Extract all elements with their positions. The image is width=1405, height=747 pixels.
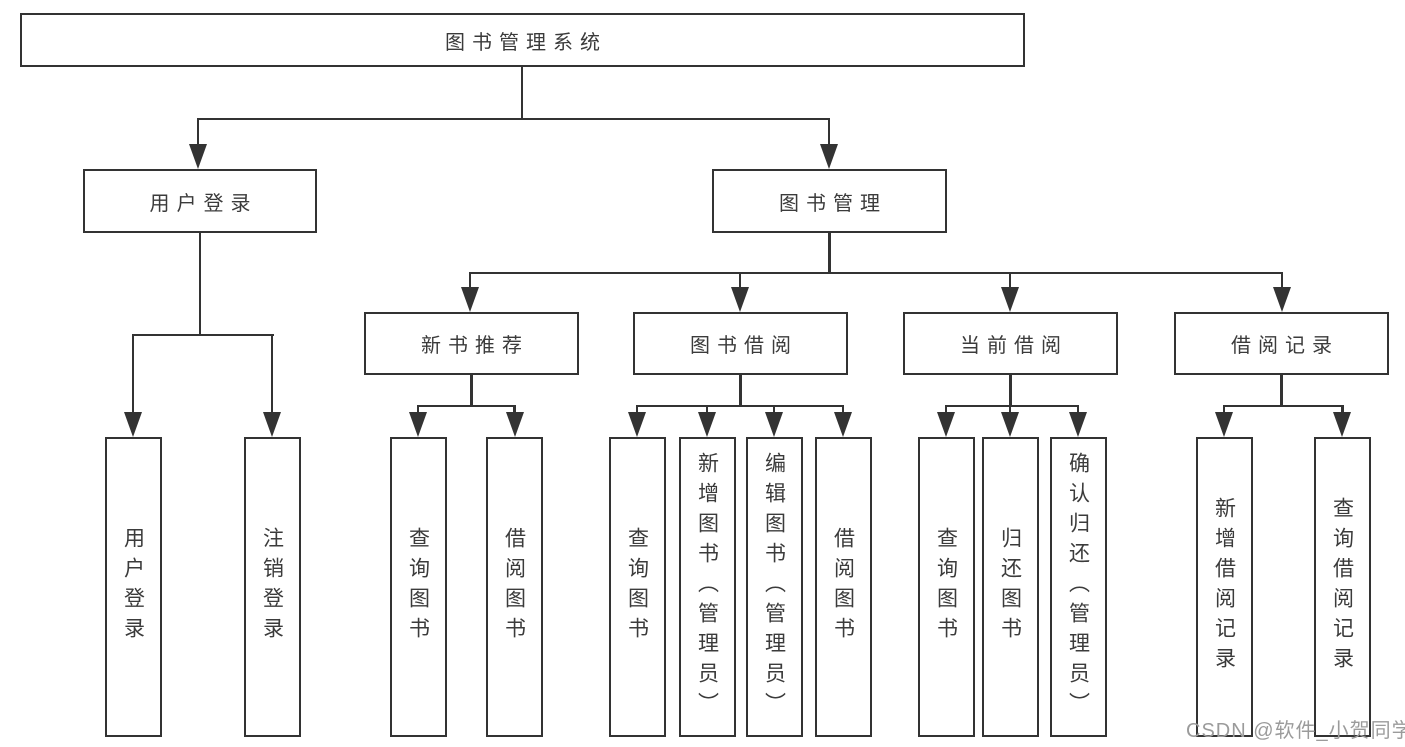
leaf-query-books-borrowing: 查询图书	[608, 437, 666, 737]
connector-current-borrow-stem	[1009, 375, 1012, 406]
leaf-return-books: 归还图书	[981, 437, 1039, 737]
connector-stem-book-management	[827, 117, 831, 146]
arrowhead-new-book	[461, 287, 479, 312]
connector-new-book-stem	[470, 375, 473, 406]
arrowhead-book-management	[820, 144, 838, 169]
leaf-borrow-books-borrowing-label: 借阅图书	[831, 527, 855, 647]
leaf-confirm-return-admin-label: 确认归还（管理员）	[1066, 452, 1090, 722]
connector-stem-leaf-borrow2	[841, 404, 845, 416]
leaf-logout: 注销登录	[243, 437, 301, 737]
node-book-borrowing: 图书借阅	[633, 312, 848, 375]
connector-stem-new-book	[468, 271, 472, 291]
arrowhead-login-leaf	[124, 412, 142, 437]
connector-user-login-stem	[198, 233, 202, 335]
connector-book-borrow-bar	[635, 404, 845, 408]
connector-stem-logout-leaf	[270, 333, 274, 415]
node-new-book-recommend-label: 新书推荐	[421, 335, 529, 357]
node-user-login-label: 用户登录	[149, 192, 258, 215]
arrowhead-logout-leaf	[263, 412, 281, 437]
arrowhead-borrow-record	[1273, 287, 1291, 312]
leaf-add-books-admin: 新增图书（管理员）	[678, 437, 736, 737]
connector-stem-borrow-record	[1280, 271, 1284, 291]
connector-stem-leaf-query2	[635, 404, 639, 416]
connector-user-login-bar	[131, 333, 275, 337]
leaf-user-login: 用户登录	[104, 437, 162, 737]
arrowhead-user-login	[189, 144, 207, 169]
connector-root-stem	[520, 67, 524, 119]
connector-stem-book-borrow	[738, 271, 742, 291]
leaf-edit-books-admin-label: 编辑图书（管理员）	[762, 452, 786, 722]
leaf-query-books-recommend: 查询图书	[389, 437, 447, 737]
connector-stem-leaf-query1	[416, 404, 420, 416]
leaf-query-books-recommend-label: 查询图书	[406, 527, 430, 647]
csdn-watermark: CSDN @软件_小贺同学	[1186, 720, 1405, 742]
leaf-query-books-current-label: 查询图书	[934, 527, 958, 647]
arrowhead-leaf-query-record	[1333, 412, 1351, 437]
arrowhead-leaf-return	[1001, 412, 1019, 437]
connector-stem-leaf-query3	[944, 404, 948, 416]
connector-borrow-record-stem	[1280, 375, 1283, 406]
arrowhead-leaf-add-book	[698, 412, 716, 437]
arrowhead-leaf-query3	[937, 412, 955, 437]
arrowhead-leaf-add-record	[1215, 412, 1233, 437]
leaf-confirm-return-admin: 确认归还（管理员）	[1049, 437, 1107, 737]
connector-stem-leaf-return	[1008, 404, 1012, 416]
node-current-borrowing-label: 当前借阅	[960, 335, 1068, 357]
node-book-borrowing-label: 图书借阅	[690, 335, 798, 357]
node-borrow-records-label: 借阅记录	[1231, 335, 1339, 357]
arrowhead-leaf-query2	[628, 412, 646, 437]
arrowhead-leaf-query1	[409, 412, 427, 437]
connector-book-borrow-stem	[739, 375, 742, 406]
arrowhead-leaf-borrow1	[505, 412, 524, 437]
connector-stem-leaf-add-record	[1222, 404, 1226, 416]
node-root-label: 图书管理系统	[445, 31, 607, 54]
leaf-query-books-current: 查询图书	[917, 437, 975, 737]
leaf-user-login-label: 用户登录	[121, 527, 145, 647]
arrowhead-leaf-edit-book	[765, 412, 783, 437]
leaf-borrow-books-borrowing: 借阅图书	[814, 437, 872, 737]
connector-level2-bar	[196, 117, 831, 121]
leaf-query-borrow-record-label: 查询借阅记录	[1330, 497, 1354, 677]
arrowhead-book-borrow	[731, 287, 749, 312]
connector-stem-leaf-add-book	[705, 404, 709, 416]
leaf-edit-books-admin: 编辑图书（管理员）	[745, 437, 803, 737]
leaf-return-books-label: 归还图书	[998, 527, 1022, 647]
node-user-login: 用户登录	[83, 169, 317, 233]
leaf-add-borrow-record-label: 新增借阅记录	[1212, 497, 1236, 677]
connector-book-management-stem	[828, 233, 831, 274]
node-book-management: 图书管理	[712, 169, 947, 233]
node-book-management-label: 图书管理	[779, 192, 887, 215]
connector-borrow-record-bar	[1222, 404, 1344, 408]
connector-new-book-bar	[416, 404, 516, 408]
leaf-add-books-admin-label: 新增图书（管理员）	[695, 452, 719, 722]
leaf-query-books-borrowing-label: 查询图书	[625, 527, 649, 647]
connector-stem-leaf-borrow1	[513, 404, 516, 416]
connector-stem-user-login	[196, 117, 200, 146]
connector-stem-current-borrow	[1008, 271, 1012, 291]
connector-current-borrow-bar	[944, 404, 1080, 408]
node-root: 图书管理系统	[20, 13, 1025, 67]
node-new-book-recommend: 新书推荐	[364, 312, 579, 375]
leaf-borrow-books-recommend: 借阅图书	[485, 437, 543, 737]
arrowhead-leaf-borrow2	[834, 412, 852, 437]
arrowhead-leaf-confirm-return	[1069, 412, 1087, 437]
leaf-logout-label: 注销登录	[260, 527, 284, 647]
connector-stem-leaf-query-record	[1341, 404, 1344, 416]
leaf-query-borrow-record: 查询借阅记录	[1313, 437, 1371, 737]
connector-stem-login-leaf	[131, 333, 135, 415]
arrowhead-current-borrow	[1001, 287, 1019, 312]
connector-stem-leaf-confirm-return	[1076, 404, 1080, 416]
node-borrow-records: 借阅记录	[1174, 312, 1389, 375]
leaf-add-borrow-record: 新增借阅记录	[1195, 437, 1253, 737]
leaf-borrow-books-recommend-label: 借阅图书	[502, 527, 526, 647]
connector-stem-leaf-edit-book	[772, 404, 776, 416]
node-current-borrowing: 当前借阅	[903, 312, 1118, 375]
connector-level3-bar	[468, 271, 1284, 275]
